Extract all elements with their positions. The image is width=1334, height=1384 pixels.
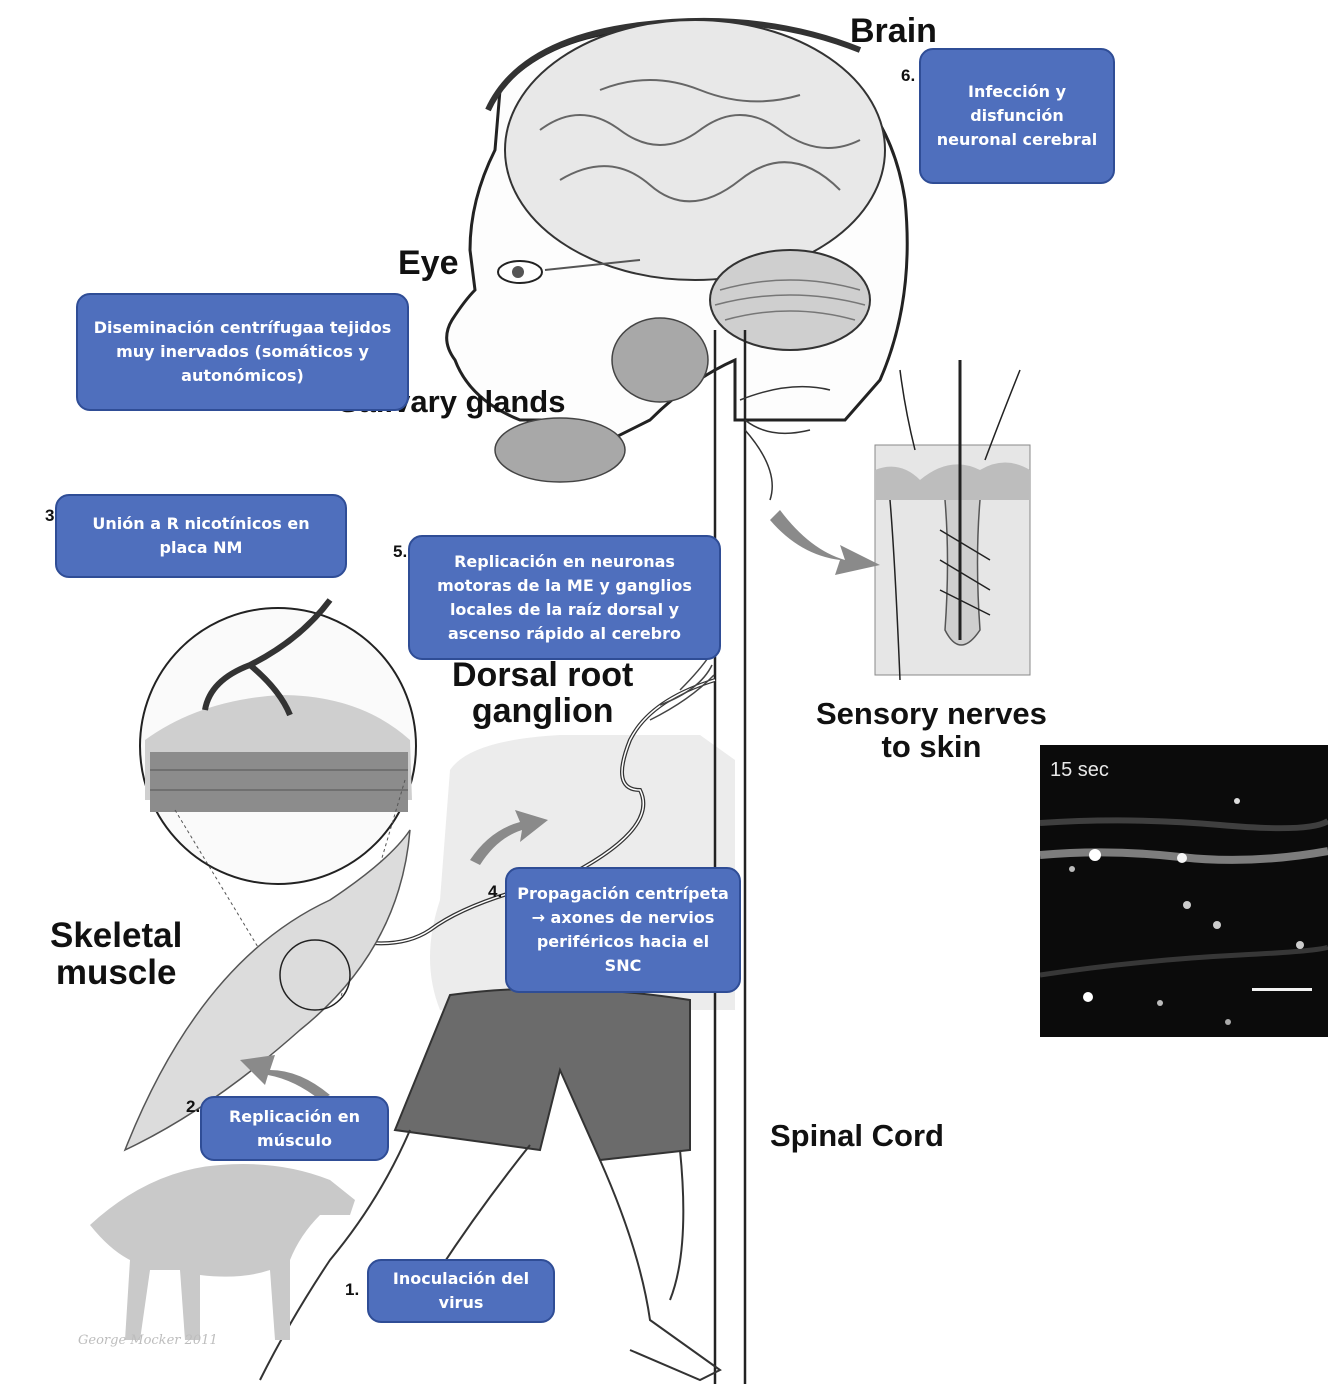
step-5-number: 5. [393,542,408,561]
step-3-callout: Unión a R nicotínicos en placa NM [55,494,347,578]
micrograph-image [1040,798,1328,1025]
arrow-to-muscle [240,1055,330,1100]
salivary-gland-shape [611,317,709,403]
axonal-transport-micrograph: 15 sec [1040,745,1328,1037]
step-1-number: 1. [345,1280,360,1299]
step-1-callout: Inoculación del virus [367,1259,555,1323]
cerebellum-shape [709,249,871,351]
legs-outline [259,1129,722,1382]
artist-credit: George Mocker 2011 [78,1333,218,1348]
brain-shape [504,19,886,281]
scale-bar [1252,988,1312,991]
step-3-number: 3 [45,506,55,525]
step-6-number: 6. [901,66,916,85]
spinal-cord-label: Spinal Cord [770,1118,944,1153]
step-4-number: 4. [488,882,503,901]
skin-section-inset [874,360,1031,681]
step-4-callout: Propagación centrípeta → axones de nervi… [505,867,741,993]
micrograph-timestamp: 15 sec [1050,759,1109,781]
skeletal-muscle-label: Skeletal muscle [50,916,183,992]
step-2-number: 2. [186,1097,201,1116]
sensory-nerves-label: Sensory nerves to skin [816,696,1047,764]
centrifugal-spread-callout: Diseminación centrífugaa tejidos muy ine… [76,293,409,411]
wolf-silhouette [90,1164,355,1340]
brain-label: Brain [850,12,937,50]
shorts-shape [393,987,691,1162]
step-5-callout: Replicación en neuronas motoras de la ME… [408,535,721,660]
step-2-callout: Replicación en músculo [200,1096,389,1161]
spinal-cord-shape [713,330,747,1384]
dorsal-root-ganglion-label: Dorsal root ganglion [452,656,634,730]
arrow-up-torso [470,810,548,865]
eye-label: Eye [398,244,459,282]
neuromuscular-junction-inset [139,598,417,1001]
step-6-callout: Infección y disfunción neuronal cerebral [919,48,1115,184]
skeletal-muscle-shape [123,829,411,1152]
arrow-to-skin [770,510,880,575]
